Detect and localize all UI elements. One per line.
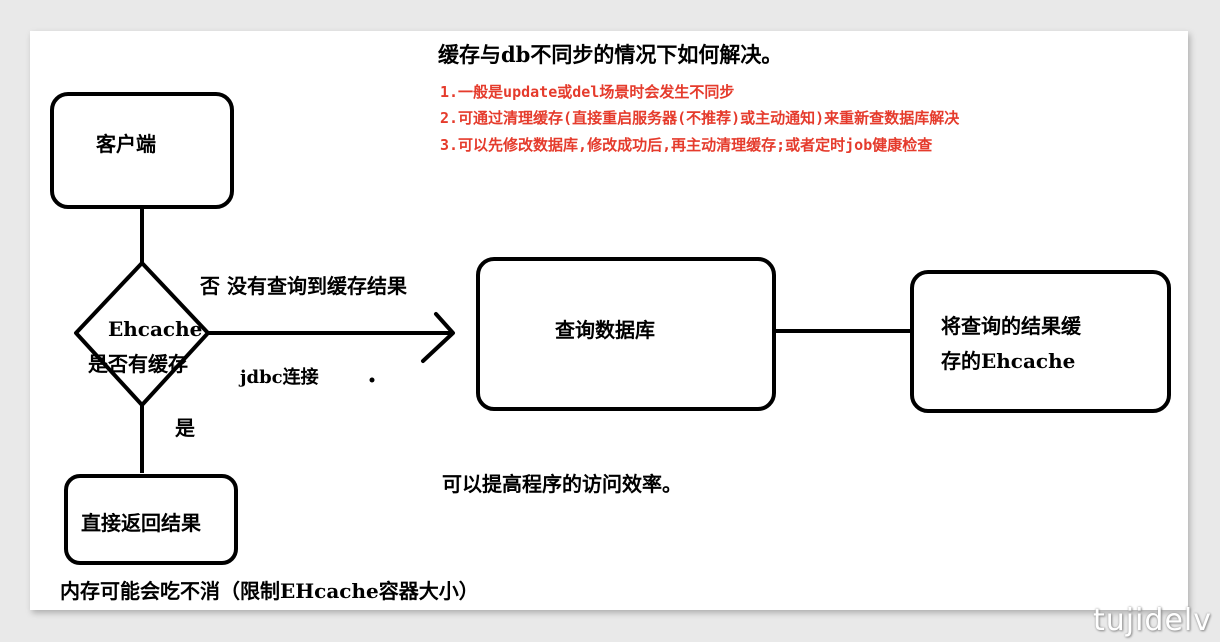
client-box [50, 92, 234, 209]
cache-result-label-1: 将查询的结果缓 [941, 314, 1081, 338]
watermark-text: tujidelv [1092, 603, 1212, 638]
client-label: 客户端 [96, 132, 156, 156]
stray-dot [369, 377, 375, 383]
edge-label-no: 否 没有查询到缓存结果 [200, 274, 407, 298]
query-db-box [476, 257, 776, 411]
arrowhead [421, 312, 455, 363]
memory-note: 内存可能会吃不消（限制EHcache容器大小） [60, 579, 479, 603]
cache-result-label-2: 存的Ehcache [941, 349, 1076, 373]
note-3: 3.可以先修改数据库,修改成功后,再主动清理缓存;或者定时job健康检查 [440, 136, 933, 154]
note-2: 2.可通过清理缓存(直接重启服务器(不推荐)或主动通知)来重新查数据库解决 [440, 109, 960, 127]
note-1: 1.一般是update或del场景时会发生不同步 [440, 83, 735, 101]
efficiency-note: 可以提高程序的访问效率。 [442, 472, 682, 496]
query-db-label: 查询数据库 [555, 318, 655, 342]
diagram-canvas: 缓存与db不同步的情况下如何解决。 1.一般是update或del场景时会发生不… [30, 31, 1188, 610]
diagram-shapes [50, 92, 1171, 565]
decision-label-ehcache: Ehcache [108, 317, 203, 341]
edge-label-yes: 是 [175, 416, 195, 440]
return-result-box [64, 474, 238, 565]
edge-label-jdbc: jdbc连接 [240, 367, 319, 388]
cache-result-box [910, 270, 1171, 413]
decision-label-question: 是否有缓存 [88, 352, 188, 376]
return-result-label: 直接返回结果 [81, 511, 201, 535]
diagram-title: 缓存与db不同步的情况下如何解决。 [438, 42, 783, 67]
decision-diamond [74, 261, 210, 407]
